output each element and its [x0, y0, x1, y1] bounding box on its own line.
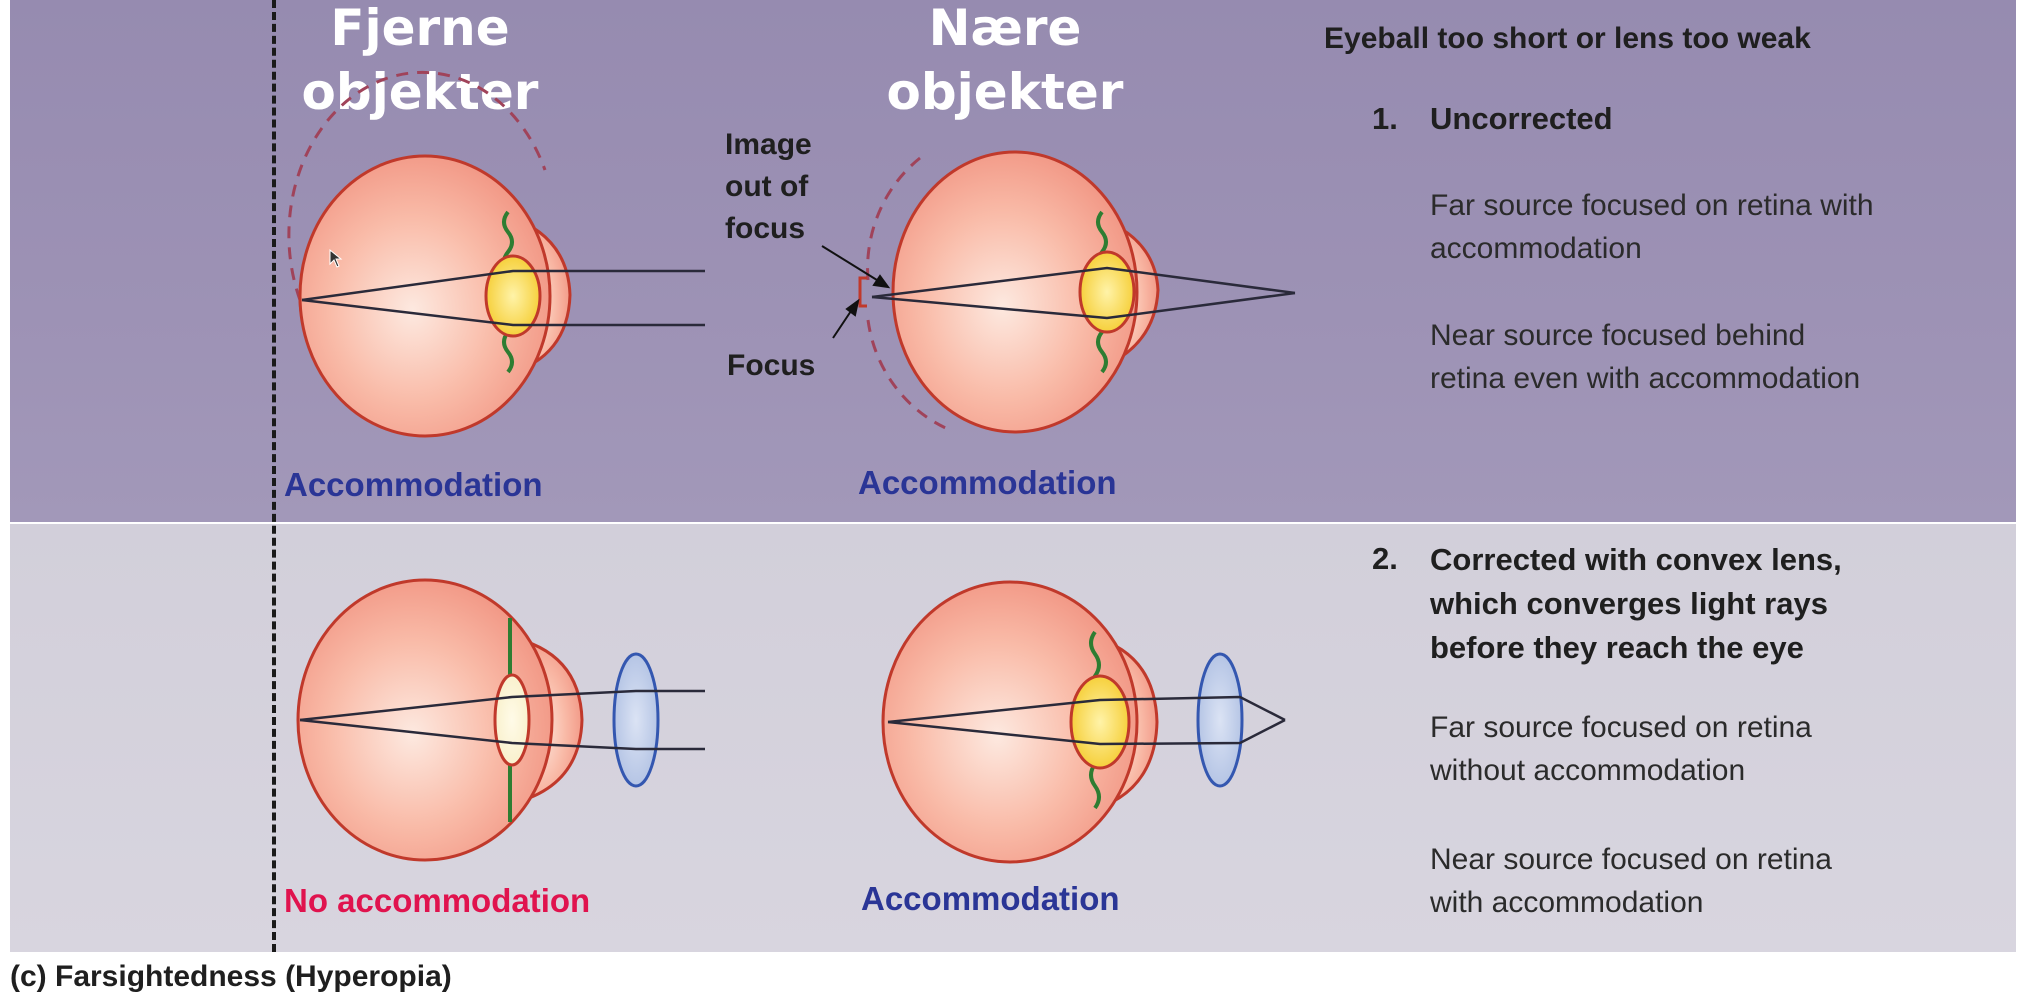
section1-title: Uncorrected — [1430, 101, 1613, 136]
label-top-far: Accommodation — [284, 466, 543, 503]
section1-para2-line1: Near source focused behind — [1430, 319, 1806, 352]
label-bottom-far: No accommodation — [284, 882, 591, 919]
label-bottom-near: Accommodation — [861, 880, 1120, 917]
sidebar-title: Eyeball too short or lens too weak — [1324, 22, 1811, 55]
image-out-of-focus-line1: Image — [725, 128, 812, 161]
section2-para2: Near source focused on retina with accom… — [1430, 838, 1832, 924]
section1-para1-line1: Far source focused on retina with — [1430, 189, 1874, 222]
section2-number: 2. — [1372, 541, 1398, 576]
normal-eye-outline-lower — [866, 319, 951, 432]
section2-para1-line1: Far source focused on retina — [1430, 711, 1812, 744]
eye-top-near — [821, 150, 1296, 434]
section2-para1-line2: without accommodation — [1430, 754, 1746, 787]
light-rays — [301, 269, 705, 327]
section1-para2: Near source focused behind retina even w… — [1430, 314, 1860, 400]
image-out-of-focus-label: Image out of focus — [725, 126, 812, 248]
cursor-icon — [329, 248, 343, 268]
near-objects-heading-line1: Nære — [928, 0, 1082, 57]
light-rays — [871, 266, 1296, 320]
eyeball — [891, 150, 1139, 434]
dashed-divider — [272, 0, 276, 952]
eyeball — [298, 154, 552, 438]
near-objects-heading-line2: objekter — [886, 63, 1124, 121]
convex-corrective-lens — [612, 652, 660, 788]
eye-bottom-far — [296, 578, 705, 862]
section2-title-line3: before they reach the eye — [1430, 630, 1804, 665]
lens — [1069, 674, 1131, 770]
focus-label: Focus — [727, 349, 816, 382]
convex-corrective-lens — [1196, 652, 1244, 788]
section1-para2-line2: retina even with accommodation — [1430, 362, 1861, 395]
light-rays — [299, 689, 705, 751]
image-out-of-focus-line3: focus — [725, 212, 806, 245]
blurred-image-marker — [858, 276, 867, 308]
lens — [1078, 250, 1136, 334]
eye-top-far — [287, 70, 705, 438]
section2-title-line1: Corrected with convex lens, — [1430, 542, 1842, 577]
figure-caption: (c) Farsightedness (Hyperopia) — [10, 960, 452, 993]
image-out-of-focus-line2: out of — [725, 170, 809, 203]
far-objects-heading: Fjerne objekter — [300, 0, 540, 120]
eyeball — [296, 578, 554, 862]
normal-eye-outline — [866, 156, 921, 281]
section1-para1: Far source focused on retina with accomm… — [1430, 184, 1874, 270]
lens — [493, 673, 531, 767]
section2-para2-line1: Near source focused on retina — [1430, 843, 1832, 876]
section2-para2-line2: with accommodation — [1430, 886, 1704, 919]
label-top-near: Accommodation — [858, 464, 1117, 501]
section2-title-line2: which converges light rays — [1430, 586, 1828, 621]
section1-para1-line2: accommodation — [1430, 232, 1642, 265]
light-rays — [887, 695, 1286, 746]
far-objects-heading-line1: Fjerne — [330, 0, 510, 57]
section2-title: Corrected with convex lens, which conver… — [1430, 538, 1842, 670]
section2-para1: Far source focused on retina without acc… — [1430, 706, 1812, 792]
eye-bottom-near — [881, 580, 1286, 864]
section1-number: 1. — [1372, 101, 1398, 136]
eyeball — [881, 580, 1139, 864]
annotation-arrows — [821, 245, 891, 339]
near-objects-heading: Nære objekter — [880, 0, 1130, 120]
lens — [484, 254, 542, 338]
